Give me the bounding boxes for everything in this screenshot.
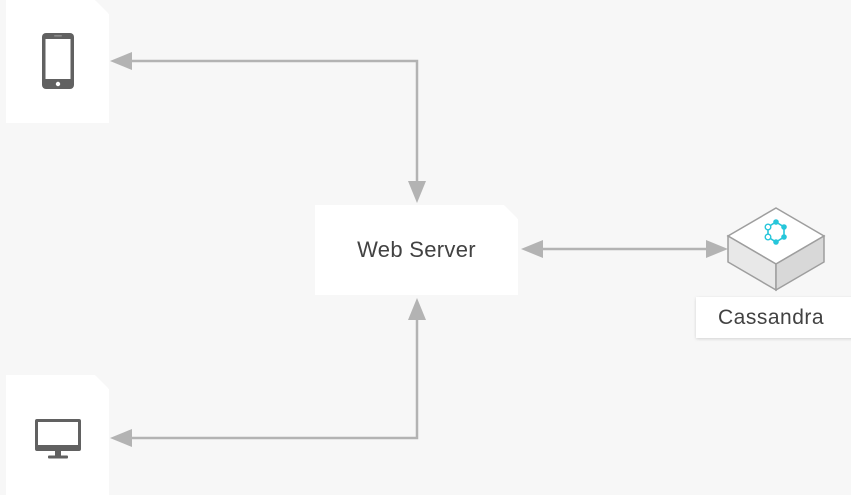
smartphone-icon xyxy=(41,32,75,95)
web-server-label: Web Server xyxy=(357,237,476,262)
connector-mobile-server xyxy=(130,59,419,184)
cassandra-cube-icon xyxy=(726,206,826,297)
arrowhead-to-mobile xyxy=(110,52,132,70)
cassandra-label: Cassandra xyxy=(718,305,825,329)
arrowhead-to-db xyxy=(706,240,728,258)
connector-desktop-server xyxy=(130,318,419,440)
monitor-icon xyxy=(34,418,82,465)
arrowhead-to-server-bottom xyxy=(408,298,426,320)
cassandra-label-card: Cassandra xyxy=(696,297,851,338)
arrowhead-to-server-top xyxy=(408,181,426,203)
arrowhead-to-server-right xyxy=(521,240,543,258)
web-server-card: Web Server xyxy=(315,205,518,295)
arrowhead-to-desktop xyxy=(110,429,132,447)
